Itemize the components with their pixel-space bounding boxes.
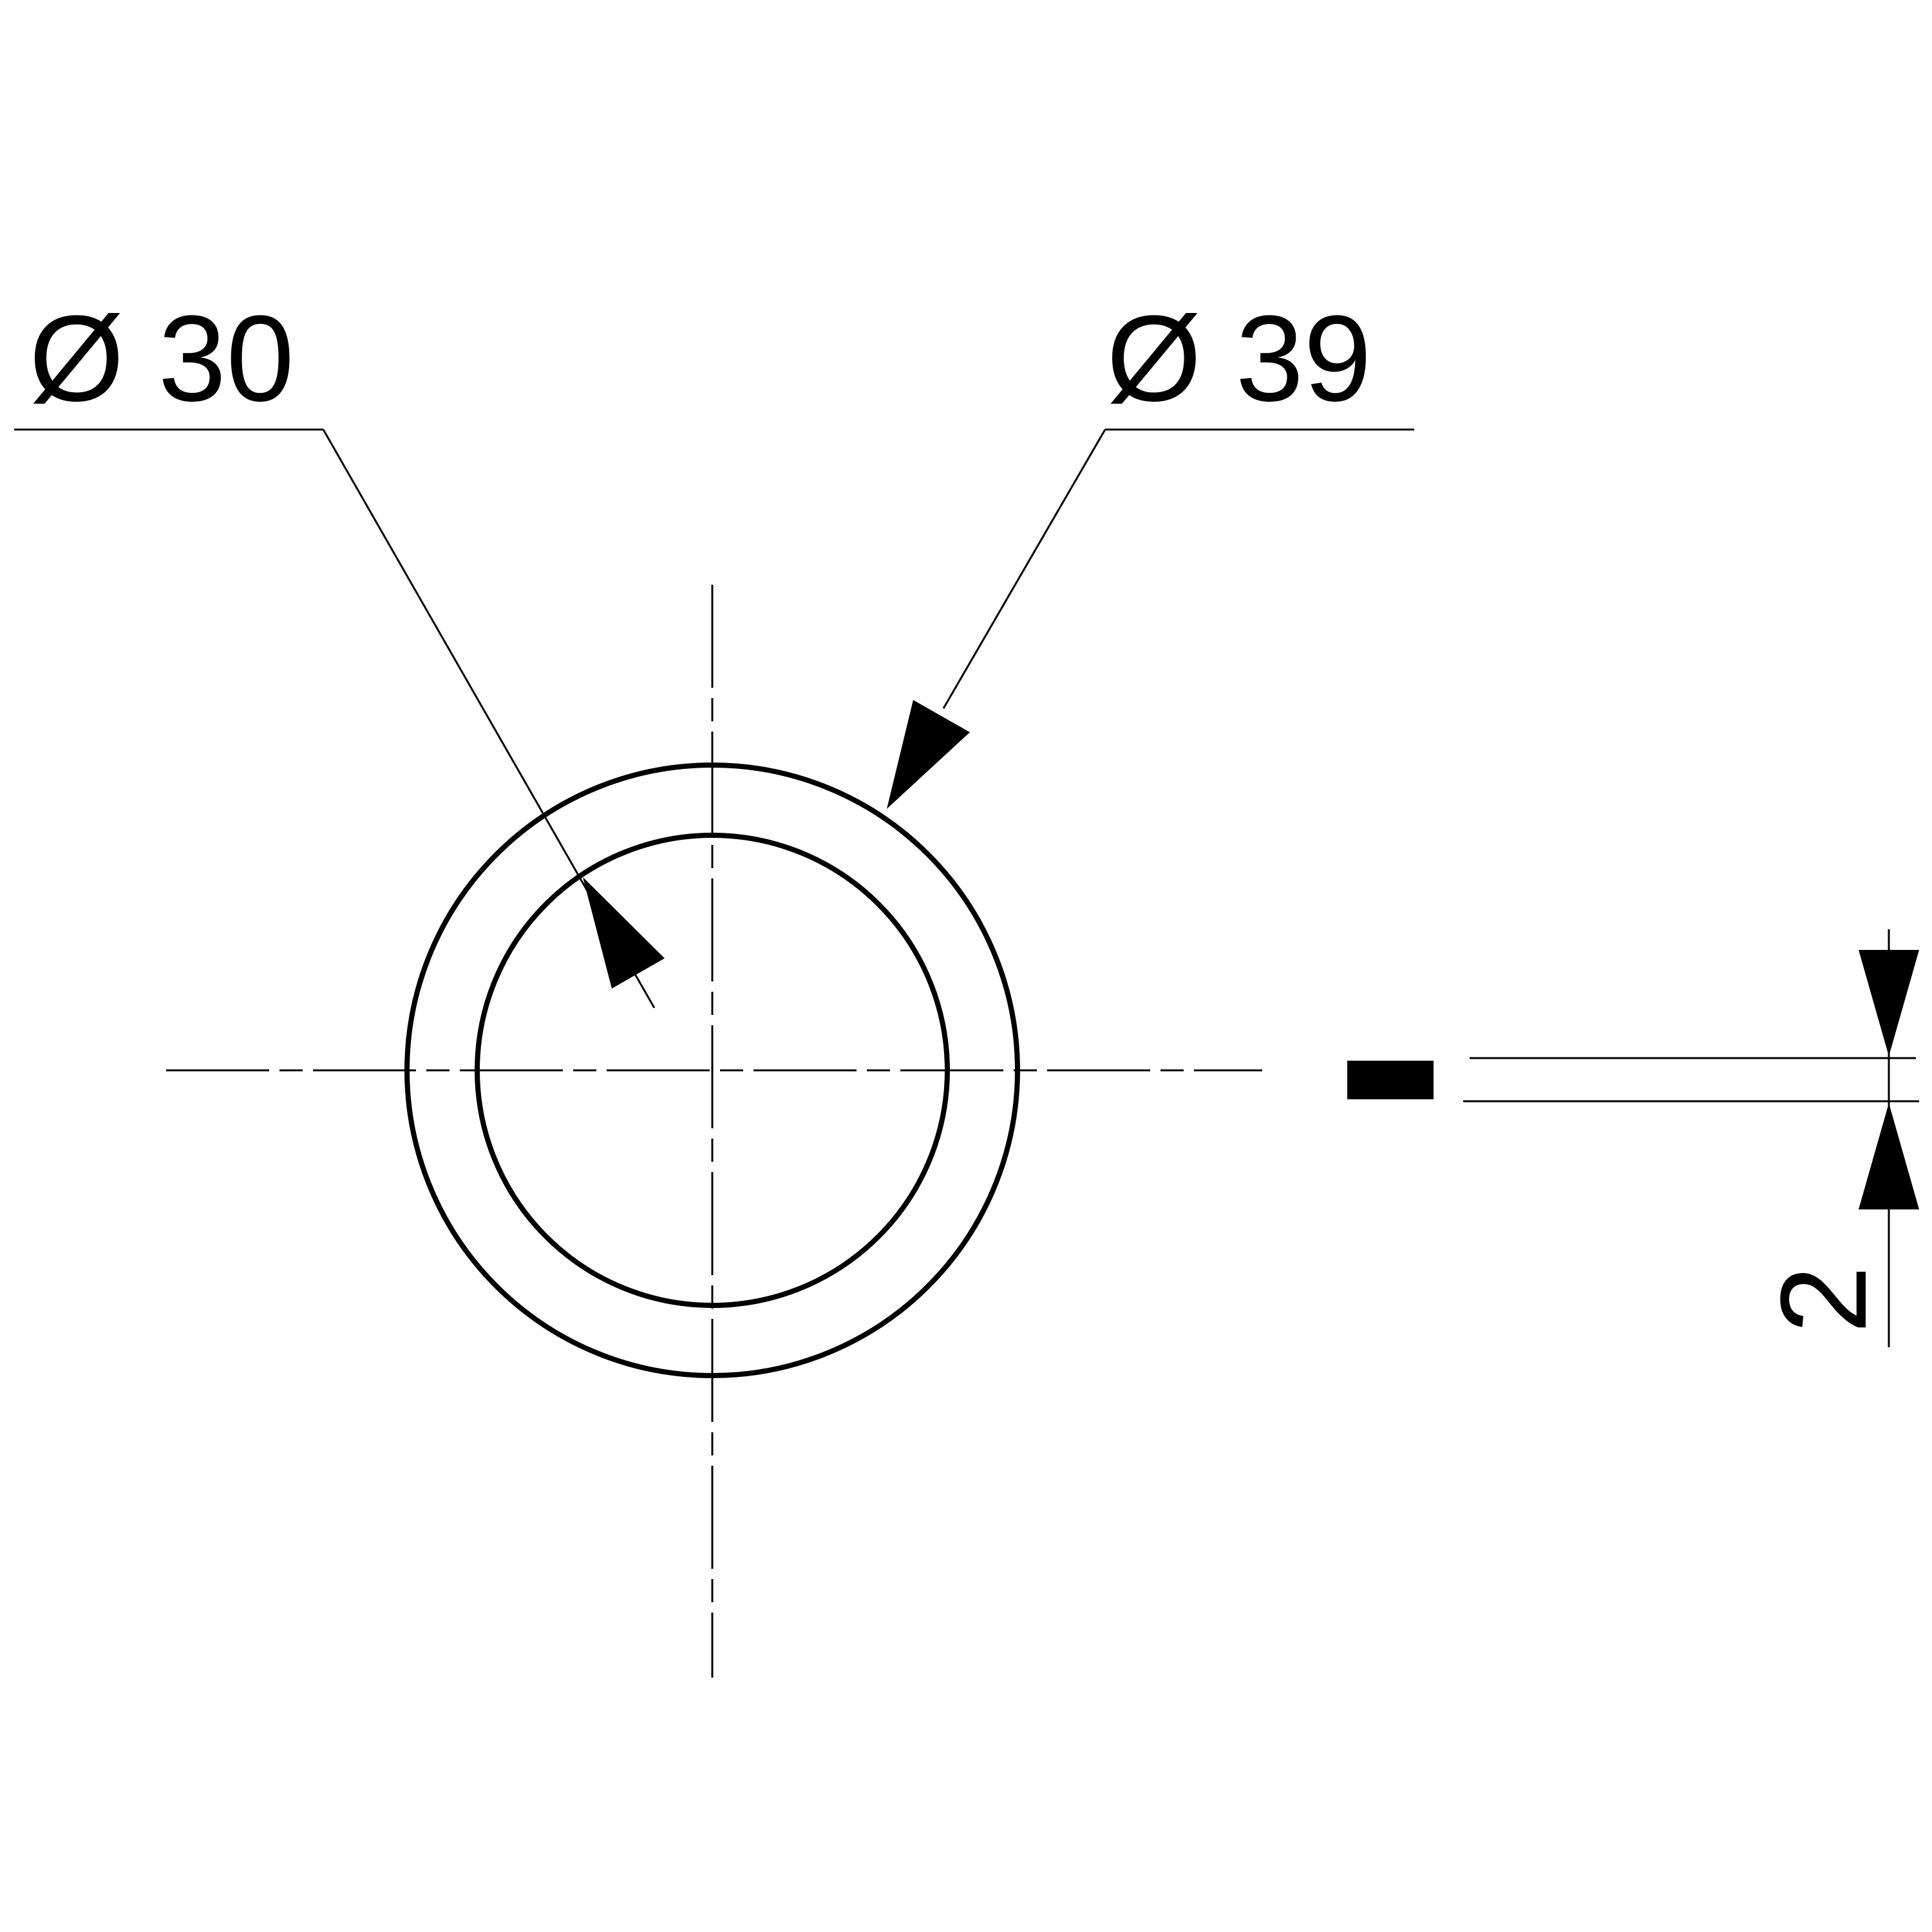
- outer-diameter-label: Ø 39: [1106, 290, 1372, 427]
- inner-diameter-arrowhead: [583, 877, 665, 989]
- ring-side-view: [1347, 1057, 1919, 1103]
- thickness-bottom-arrowhead: [1859, 1103, 1919, 1209]
- inner-diameter-label: Ø 30: [29, 290, 294, 427]
- thickness-label: 2: [1756, 1265, 1892, 1334]
- side-view-section: [1347, 1061, 1434, 1099]
- ring-front-view: [404, 762, 1020, 1378]
- inner-circle: [475, 833, 950, 1308]
- inner-diameter-dimension: Ø 30: [14, 290, 665, 1009]
- thickness-dimension: 2: [1756, 929, 1919, 1347]
- outer-diameter-leader-line: [942, 429, 1106, 709]
- outer-diameter-arrowhead: [887, 700, 970, 809]
- outer-diameter-dimension: Ø 39: [887, 290, 1414, 809]
- center-lines: [166, 585, 1262, 1678]
- outer-circle: [404, 762, 1020, 1378]
- thickness-top-arrowhead: [1859, 950, 1919, 1056]
